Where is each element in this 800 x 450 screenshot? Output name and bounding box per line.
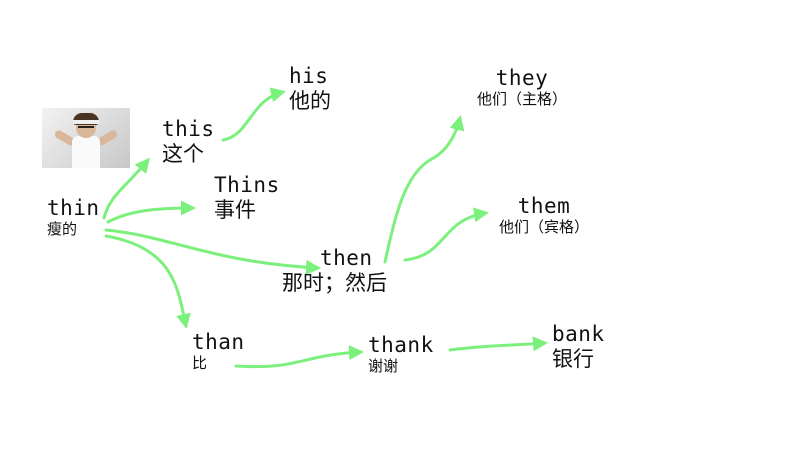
word-bank-en: bank	[552, 322, 605, 346]
word-them-zh: 他们（宾格）	[498, 218, 589, 236]
photo-glasses	[78, 126, 94, 132]
word-bank: bank 银行	[552, 324, 605, 370]
photo-torso	[72, 136, 100, 168]
word-than-zh: 比	[192, 354, 208, 372]
word-thins-zh: 事件	[214, 198, 256, 222]
word-they: they 他们（主格）	[455, 68, 589, 107]
word-this-en: this	[162, 117, 215, 141]
word-thin: thin 瘦的	[47, 198, 100, 237]
word-this-zh: 这个	[162, 142, 204, 166]
word-them: them 他们（宾格）	[477, 196, 611, 235]
arrow-thin-to-thins	[106, 200, 196, 224]
word-then-en: then	[320, 246, 373, 270]
arrow-thin-to-this	[102, 157, 150, 220]
word-thank: thank 谢谢	[368, 335, 434, 374]
word-his-zh: 他的	[289, 89, 331, 113]
word-they-en: they	[495, 66, 549, 90]
arrow-thank-to-bank	[448, 336, 548, 352]
word-they-zh: 他们（主格）	[476, 90, 567, 108]
word-than: than 比	[192, 332, 245, 371]
arrow-thin-to-than	[104, 234, 191, 329]
arrow-this-to-his	[221, 87, 286, 142]
arrow-thin-to-then	[104, 228, 321, 275]
word-thank-en: thank	[368, 333, 434, 357]
arrow-then-to-they	[383, 115, 465, 264]
word-thank-zh: 谢谢	[368, 357, 399, 375]
word-then: then 那时；然后	[282, 248, 387, 294]
word-thin-zh: 瘦的	[47, 220, 78, 238]
word-then-zh: 那时；然后	[282, 271, 387, 295]
arrow-then-to-them	[403, 207, 489, 262]
photo-headband	[73, 120, 99, 124]
word-bank-zh: 银行	[552, 347, 594, 371]
thin-man-photo	[42, 108, 130, 168]
arrow-than-to-thank	[234, 345, 364, 369]
word-thins-en: Thins	[214, 173, 280, 197]
word-his: his 他的	[289, 66, 331, 112]
word-them-en: them	[517, 194, 571, 218]
word-his-en: his	[289, 64, 329, 88]
word-than-en: than	[192, 330, 245, 354]
word-this: this 这个	[162, 119, 215, 165]
word-thin-en: thin	[47, 196, 100, 220]
word-thins: Thins 事件	[214, 175, 280, 221]
